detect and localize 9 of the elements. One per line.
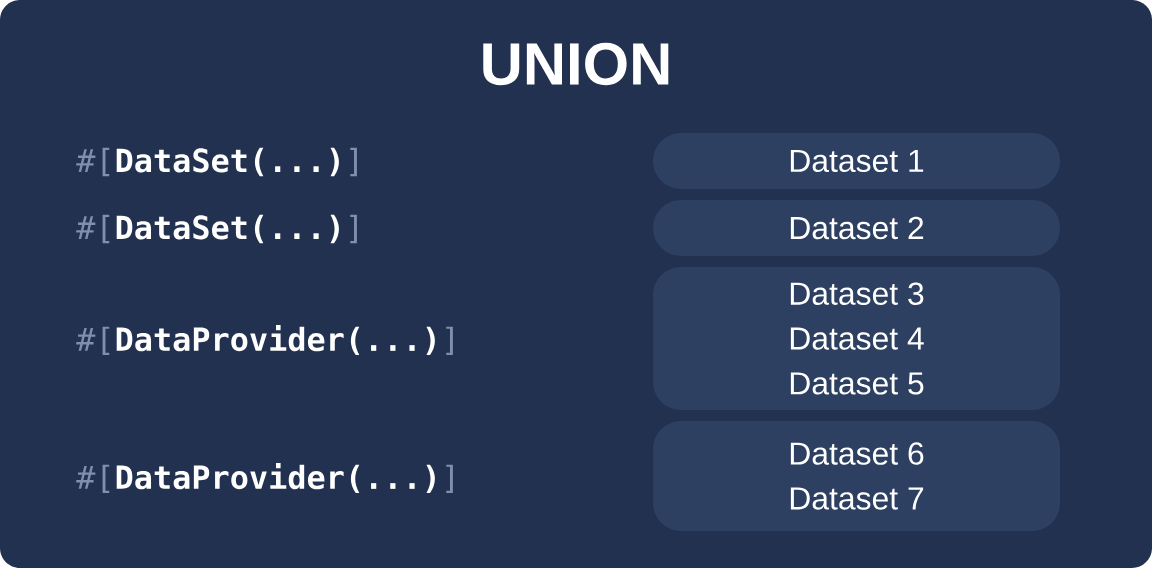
dataset-pill: Dataset 3 Dataset 4 Dataset 5 (653, 267, 1060, 410)
code-annotation: #[DataProvider(...)] (76, 462, 453, 494)
dataset-pill: Dataset 1 (653, 133, 1060, 189)
title: UNION (483, 42, 669, 86)
code-annotation: #[DataSet(...)] (76, 214, 357, 244)
code-annotation: #[DataSet(...)] (76, 147, 357, 177)
code-annotation: #[DataProvider(...)] (76, 324, 453, 356)
dataset-pill: Dataset 2 (653, 200, 1060, 256)
dataset-pill: Dataset 6 Dataset 7 (653, 421, 1060, 531)
